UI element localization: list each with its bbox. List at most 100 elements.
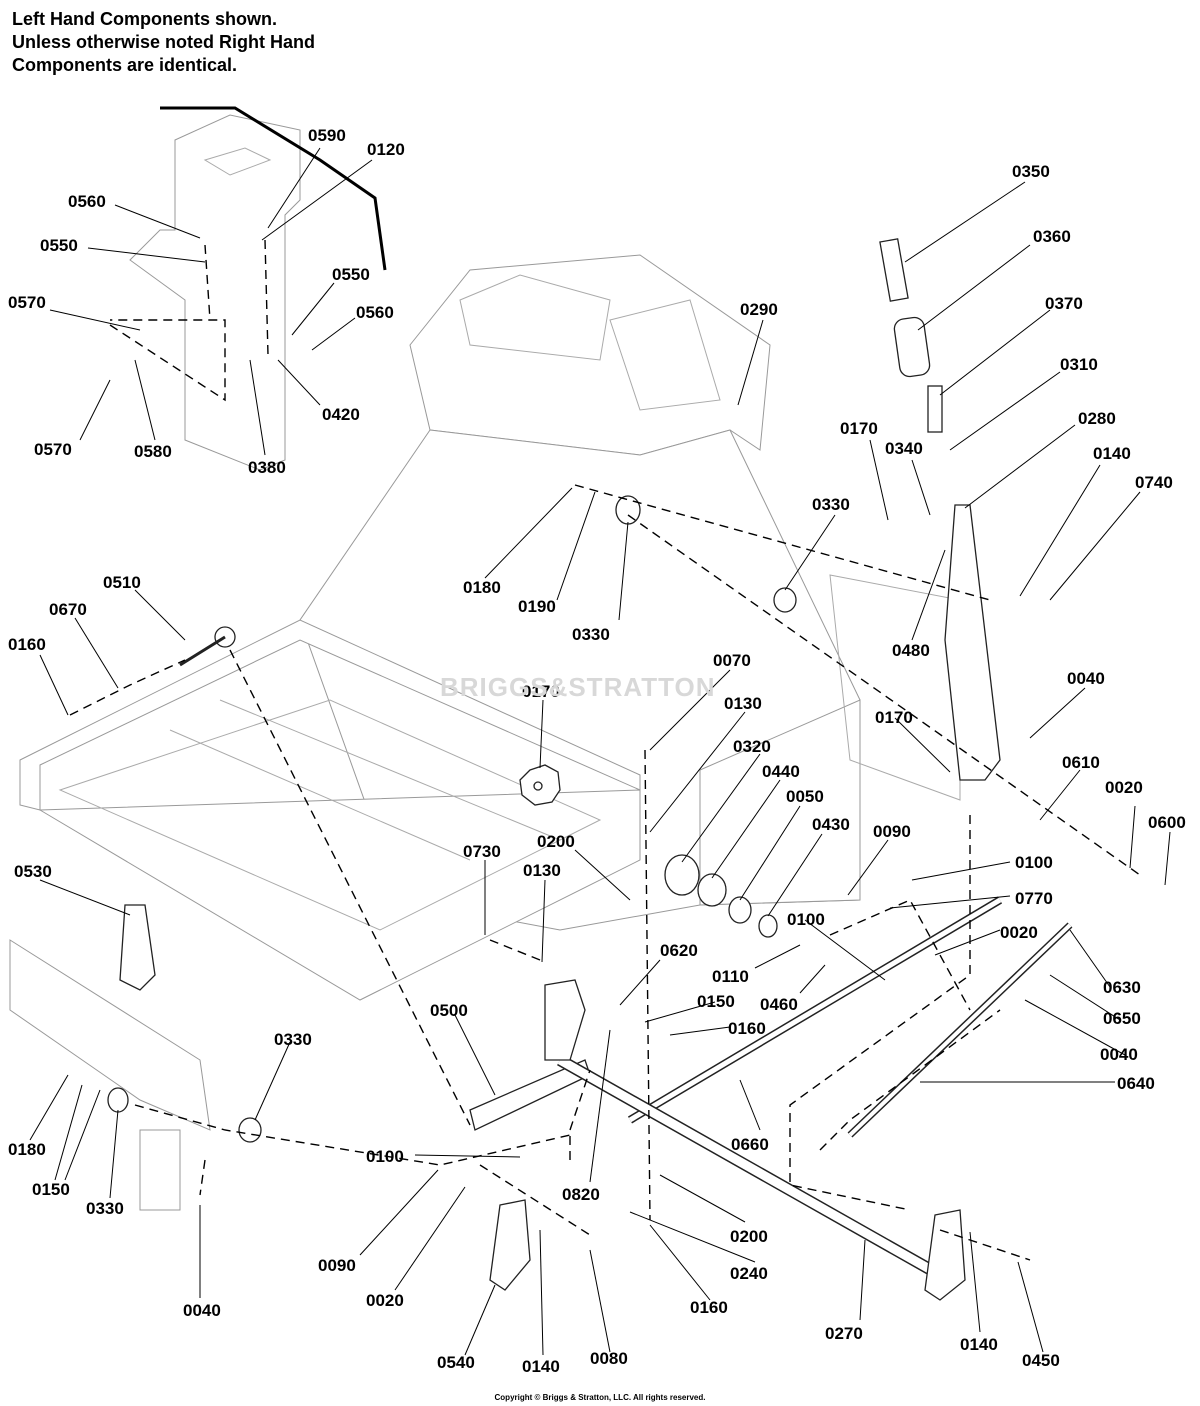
- callout-label: 0460: [760, 995, 798, 1014]
- callout-label: 0110: [712, 967, 749, 986]
- callout-label: 0440: [762, 762, 800, 781]
- callout-label: 0170: [840, 419, 878, 438]
- callout-label: 0200: [730, 1227, 768, 1246]
- callout-label: 0170: [875, 708, 913, 727]
- pivot-bracket: [544, 979, 586, 1061]
- callout-label: 0650: [1103, 1009, 1141, 1028]
- callout-label: 0560: [356, 303, 394, 322]
- callout-label: 0360: [1033, 227, 1071, 246]
- callout-label: 0570: [8, 293, 46, 312]
- callout-label: 0310: [1060, 355, 1098, 374]
- bracket-0530: [119, 904, 156, 991]
- callout-label: 0040: [183, 1301, 221, 1320]
- callout-label: 0350: [1012, 162, 1050, 181]
- bracket-0540: [489, 1199, 531, 1291]
- control-lever: [944, 504, 1001, 781]
- callout-label: 0630: [1103, 978, 1141, 997]
- left-frame-tube: [9, 939, 211, 1211]
- note-line-2: Unless otherwise noted Right Hand: [12, 32, 316, 52]
- callout-label: 0050: [786, 787, 824, 806]
- knob-pin: [879, 238, 909, 302]
- callout-label: 0330: [812, 495, 850, 514]
- note-text-block: Left Hand Components shown. Unless other…: [12, 8, 315, 77]
- callout-label: 0240: [730, 1264, 768, 1283]
- callout-label: 0180: [8, 1140, 46, 1159]
- callout-label: 0530: [14, 862, 52, 881]
- callout-label: 0100: [787, 910, 825, 929]
- handle-spring: [927, 385, 943, 433]
- callout-label: 0020: [1105, 778, 1143, 797]
- callout-label: 0330: [86, 1199, 124, 1218]
- callout-label: 0180: [463, 578, 501, 597]
- callout-label: 0340: [885, 439, 923, 458]
- callout-label: 0320: [733, 737, 771, 756]
- callout-label: 0070: [713, 651, 751, 670]
- callout-label: 0150: [697, 992, 735, 1011]
- callout-label: 0090: [873, 822, 911, 841]
- callout-label: 0500: [430, 1001, 468, 1020]
- callout-label: 0560: [68, 192, 106, 211]
- callout-label: 0660: [731, 1135, 769, 1154]
- callout-label: 0040: [1100, 1045, 1138, 1064]
- callout-label: 0280: [1078, 409, 1116, 428]
- callout-label: 0610: [1062, 753, 1100, 772]
- callout-label: 0170: [522, 682, 560, 701]
- callout-label: 0420: [322, 405, 360, 424]
- callout-label: 0020: [366, 1291, 404, 1310]
- callout-label: 0370: [1045, 294, 1083, 313]
- callout-label: 0160: [8, 635, 46, 654]
- callout-label: 0620: [660, 941, 698, 960]
- callout-label: 0770: [1015, 889, 1053, 908]
- seat-pan-frame: [129, 106, 387, 471]
- callout-label: 0120: [367, 140, 405, 159]
- callout-label: 0480: [892, 641, 930, 660]
- callout-label: 0160: [728, 1019, 766, 1038]
- callout-label: 0430: [812, 815, 850, 834]
- callout-label: 0100: [366, 1147, 404, 1166]
- callout-label: 0200: [537, 832, 575, 851]
- leader-lines: [29, 147, 1171, 1356]
- callout-label: 0090: [318, 1256, 356, 1275]
- chassis-frame: [19, 254, 961, 1001]
- callout-label: 0100: [1015, 853, 1053, 872]
- bracket-right: [924, 1209, 966, 1301]
- callout-label: 0550: [332, 265, 370, 284]
- callout-label: 0730: [463, 842, 501, 861]
- callout-label: 0330: [572, 625, 610, 644]
- callout-label: 0380: [248, 458, 286, 477]
- callout-label: 0550: [40, 236, 78, 255]
- callout-label: 0040: [1067, 669, 1105, 688]
- callout-label: 0270: [825, 1324, 863, 1343]
- callout-label: 0190: [518, 597, 556, 616]
- callout-label: 0450: [1022, 1351, 1060, 1370]
- callout-label: 0020: [1000, 923, 1038, 942]
- assembly-lines: [69, 239, 1141, 1261]
- callout-label: 0140: [1093, 444, 1131, 463]
- callout-label: 0570: [34, 440, 72, 459]
- callout-label: 0600: [1148, 813, 1186, 832]
- callout-label: 0140: [960, 1335, 998, 1354]
- handle-grip: [893, 316, 931, 378]
- callout-label: 0130: [724, 694, 762, 713]
- callout-label: 0740: [1135, 473, 1173, 492]
- callout-label: 0640: [1117, 1074, 1155, 1093]
- callout-label: 0580: [134, 442, 172, 461]
- brand-watermark: BRIGGS&STRATTON: [440, 672, 716, 702]
- callout-label: 0150: [32, 1180, 70, 1199]
- callout-label: 0140: [522, 1357, 560, 1376]
- parts: [107, 238, 1073, 1301]
- callout-label: 0290: [740, 300, 778, 319]
- note-line-1: Left Hand Components shown.: [12, 9, 277, 29]
- callout-label: 0080: [590, 1349, 628, 1368]
- callout-label: 0820: [562, 1185, 600, 1204]
- callout-label: 0130: [523, 861, 561, 880]
- callout-label: 0540: [437, 1353, 475, 1372]
- callout-label: 0160: [690, 1298, 728, 1317]
- callout-label: 0510: [103, 573, 141, 592]
- note-line-3: Components are identical.: [12, 55, 238, 75]
- callout-label: 0330: [274, 1030, 312, 1049]
- callout-label: 0590: [308, 126, 346, 145]
- callout-label: 0670: [49, 600, 87, 619]
- callout-labels: 0590 0120 0560 0550 0570 0550 0560 0420 …: [8, 126, 1186, 1376]
